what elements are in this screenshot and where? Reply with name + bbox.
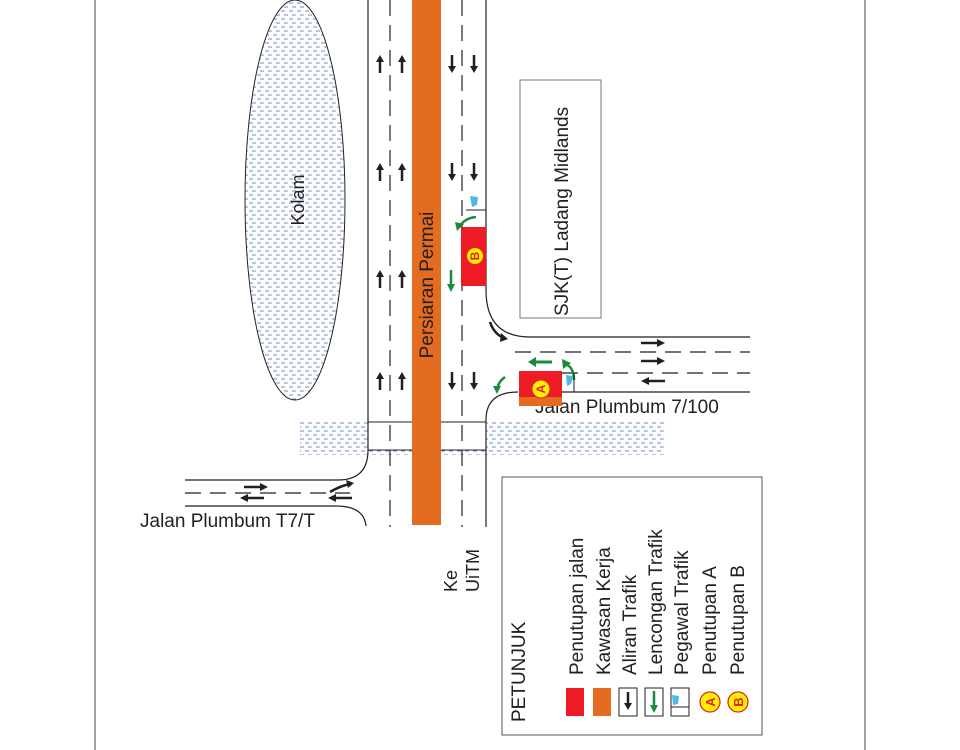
- green-arrow-down-icon: [445, 268, 457, 294]
- arrow-up-icon: [396, 161, 408, 183]
- arrow-right-icon: [242, 481, 270, 493]
- arrow-down-icon: [468, 161, 480, 183]
- traffic-flow-arrows: [238, 53, 667, 504]
- traffic-officer-a: [566, 373, 575, 392]
- legend-label: Penutupan B: [728, 565, 749, 675]
- arrow-up-icon: [396, 53, 408, 75]
- school-building: SJK(T) Ladang Midlands: [519, 79, 602, 319]
- direction-label-uitm: UiTM: [463, 549, 483, 592]
- arrow-left-icon: [639, 375, 667, 387]
- legend-label: Kawasan Kerja: [594, 547, 615, 675]
- left-road: [185, 449, 369, 527]
- legend-circle-b-icon: [727, 691, 749, 713]
- arrow-down-icon: [446, 161, 458, 183]
- legend-label: Pegawal Trafik: [672, 550, 693, 675]
- arrow-up-icon: [374, 161, 386, 183]
- legend-traffic-officer-icon: [670, 687, 690, 717]
- pond: Kolam: [244, 0, 346, 401]
- traffic-officer-flag-icon: [470, 196, 478, 207]
- traffic-officer-b: [466, 196, 486, 211]
- direction-label-ke: Ke: [441, 570, 461, 592]
- arrow-left-icon: [238, 492, 266, 504]
- legend-label: Aliran Trafik: [620, 574, 641, 675]
- arrow-down-icon: [446, 370, 458, 392]
- legend-circle-a-letter: A: [703, 697, 718, 707]
- pond-label: Kolam: [288, 174, 308, 225]
- arrow-up-icon: [374, 370, 386, 392]
- turn-arrow-icon: [329, 482, 351, 494]
- arrow-right-icon: [639, 355, 667, 367]
- river: [300, 421, 665, 455]
- arrow-up-icon: [374, 53, 386, 75]
- arrow-down-icon: [446, 53, 458, 75]
- legend-label: Penutupan A: [700, 566, 721, 675]
- arrow-up-icon: [396, 370, 408, 392]
- legend-label: Penutupan jalan: [567, 538, 588, 675]
- legend: PETUNJUK Penutupan jalan Kawasan Kerja A…: [501, 476, 763, 736]
- arrow-left-icon: [326, 492, 354, 504]
- main-road-label: Persiaran Permai: [417, 212, 438, 359]
- legend-label: Lencongan Trafik: [646, 529, 667, 675]
- closure-b-label: B: [468, 251, 482, 260]
- arrow-up-icon: [396, 268, 408, 290]
- school-label: SJK(T) Ladang Midlands: [552, 107, 573, 316]
- closure-a-marker-icon: [531, 379, 551, 399]
- legend-red-square-icon: [566, 688, 584, 716]
- arrow-down-icon: [468, 370, 480, 392]
- arrow-down-icon: [468, 53, 480, 75]
- legend-circle-b-letter: B: [731, 697, 746, 706]
- legend-title: PETUNJUK: [509, 621, 530, 722]
- road-closure-b: B: [461, 227, 486, 286]
- right-road-label: Jalan Plumbum 7/100: [535, 397, 719, 418]
- road-closure-a: A: [519, 371, 562, 406]
- closure-b-marker-icon: [466, 247, 484, 265]
- left-road-label: Jalan Plumbum T7/T: [140, 511, 315, 532]
- arrow-right-icon: [639, 337, 667, 349]
- green-arrow-left-icon: [526, 355, 554, 369]
- right-road: [485, 289, 750, 421]
- legend-circle-a-icon: [699, 691, 721, 713]
- work-zone-median: [412, 0, 441, 525]
- legend-orange-square-icon: [593, 688, 611, 716]
- closure-a-label: A: [534, 384, 548, 393]
- arrow-up-icon: [374, 268, 386, 290]
- traffic-officer-flag-icon: [566, 375, 573, 386]
